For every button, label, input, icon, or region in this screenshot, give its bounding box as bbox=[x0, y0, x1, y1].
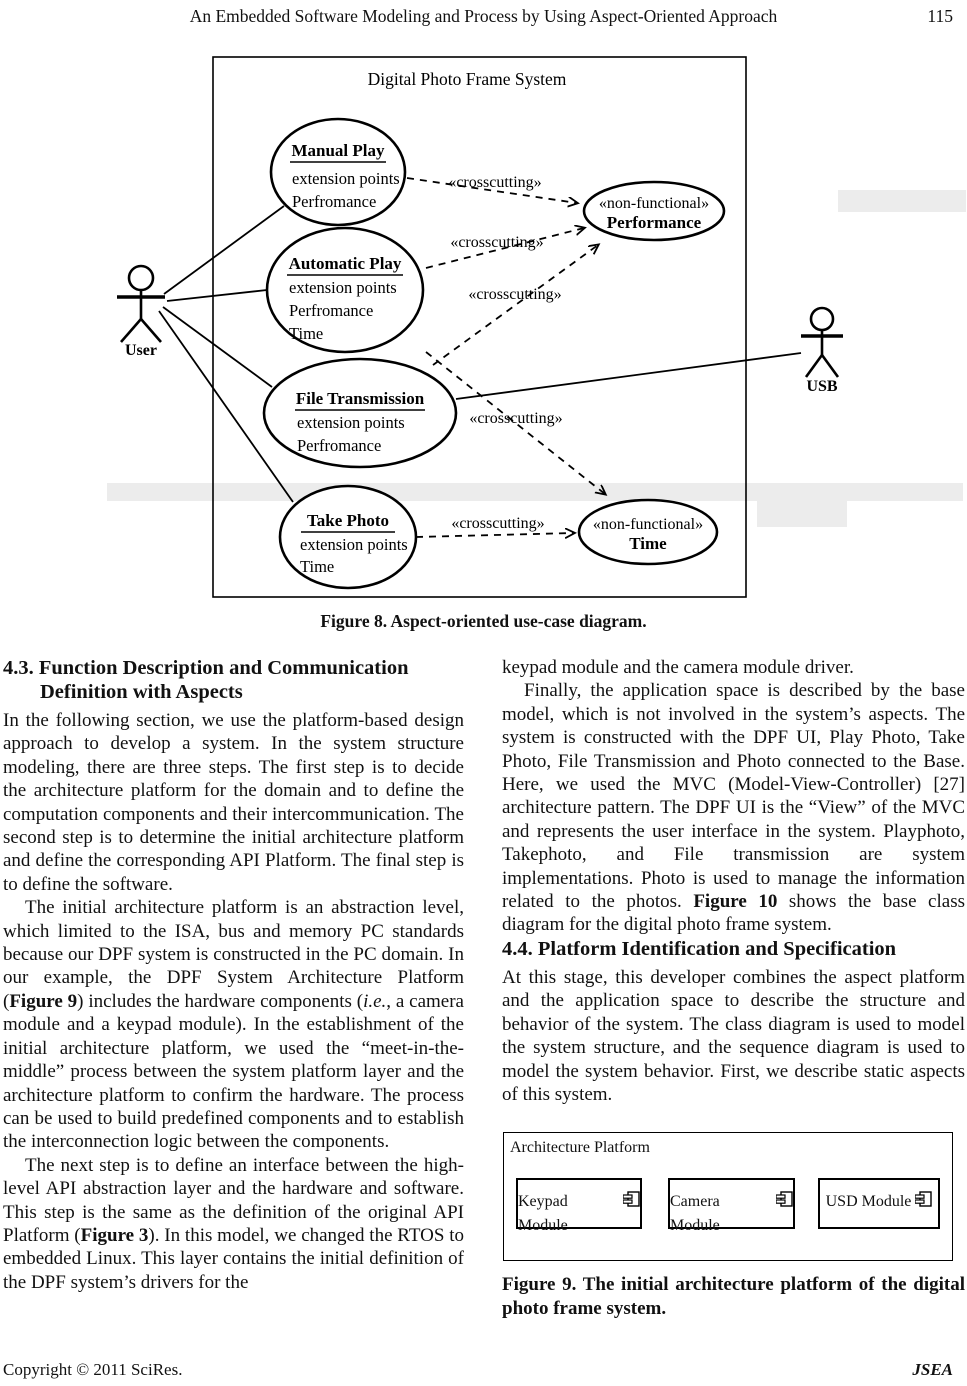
use-case-take-photo: Take Photo extension points Time bbox=[278, 484, 418, 590]
system-boundary bbox=[212, 56, 747, 598]
figure9-frame: Architecture Platform Keypad Module Came… bbox=[503, 1132, 953, 1262]
section-heading-4-4: 4.4. Platform Identification and Specifi… bbox=[502, 937, 897, 960]
performance-stereotype: «non-functional» bbox=[599, 195, 709, 212]
crosscutting-label-1: «crosscutting» bbox=[448, 174, 541, 191]
take-photo-title: Take Photo bbox=[307, 511, 389, 530]
crosscutting-label-4: «crosscutting» bbox=[469, 410, 562, 427]
usb-actor-label: USB bbox=[806, 378, 837, 395]
crosscutting-arrow-manual-performance bbox=[406, 177, 577, 203]
component-usd-module: USD Module bbox=[818, 1178, 940, 1230]
aspect-time: «non-functional» Time bbox=[577, 498, 719, 566]
automatic-play-title: Automatic Play bbox=[289, 254, 402, 273]
use-case-manual-play: Manual Play extension points Perfromance bbox=[269, 117, 407, 227]
file-transmission-perf: Perfromance bbox=[297, 436, 381, 455]
usb-actor-head bbox=[809, 306, 835, 332]
page-number: 115 bbox=[927, 6, 953, 26]
association-user-automatic-play bbox=[166, 289, 268, 302]
time-ellipse bbox=[577, 498, 719, 566]
use-case-file-transmission: File Transmission extension points Perfr… bbox=[262, 357, 458, 469]
left-column: 4.3. Function Description and Communicat… bbox=[3, 656, 464, 1294]
footer-copyright: Copyright © 2011 SciRes. bbox=[3, 1360, 183, 1379]
automatic-play-perf: Perfromance bbox=[289, 301, 373, 320]
actor-user: User bbox=[117, 264, 165, 359]
figure9-frame-label: Architecture Platform bbox=[510, 1139, 650, 1157]
take-photo-ellipse bbox=[278, 484, 418, 590]
association-lines bbox=[158, 205, 802, 503]
left-paragraph-1: In the following section, we use the pla… bbox=[3, 710, 464, 895]
crosscutting-label-3: «crosscutting» bbox=[468, 286, 561, 303]
use-case-automatic-play: Automatic Play extension points Perfroma… bbox=[265, 226, 425, 354]
scan-band bbox=[838, 190, 966, 212]
association-user-take-photo bbox=[158, 310, 294, 503]
association-file-transmission-usb bbox=[455, 352, 802, 400]
camera-module-label: Camera Module bbox=[670, 1193, 720, 1234]
use-case-diagram: Digital Photo Frame System «crosscutting… bbox=[107, 56, 966, 598]
right-paragraph-2: At this stage, this developer combines t… bbox=[502, 966, 965, 1105]
section-heading-4-3: 4.3. Function Description and Communicat… bbox=[3, 656, 464, 704]
usd-module-label: USD Module bbox=[825, 1193, 912, 1211]
manual-play-ext: extension points bbox=[292, 169, 400, 188]
crosscutting-arrows bbox=[406, 177, 605, 537]
system-title: Digital Photo Frame System bbox=[368, 69, 567, 89]
left-paragraph-2: The initial architecture platform is an … bbox=[3, 897, 464, 1153]
scan-band bbox=[107, 483, 963, 501]
component-icon bbox=[623, 1191, 640, 1208]
user-actor-label: User bbox=[125, 342, 157, 359]
manual-play-ellipse bbox=[269, 117, 407, 227]
crosscutting-labels: «crosscutting» «crosscutting» «crosscutt… bbox=[448, 174, 562, 532]
figure8-caption: Figure 8. Aspect-oriented use-case diagr… bbox=[320, 611, 647, 631]
file-transmission-title: File Transmission bbox=[296, 389, 425, 408]
association-user-manual-play bbox=[163, 205, 285, 295]
manual-play-title: Manual Play bbox=[291, 141, 385, 160]
right-column: keypad module and the camera module driv… bbox=[502, 656, 965, 1320]
manual-play-perf: Perfromance bbox=[292, 192, 376, 211]
right-paragraph-1: Finally, the application space is descri… bbox=[502, 680, 965, 936]
aspect-performance: «non-functional» Performance bbox=[582, 180, 726, 242]
association-user-file-transmission bbox=[162, 306, 273, 388]
component-icon bbox=[776, 1191, 793, 1208]
automatic-play-ellipse bbox=[265, 226, 425, 354]
automatic-play-time: Time bbox=[289, 324, 323, 343]
user-actor-head bbox=[127, 264, 155, 292]
footer-journal: JSEA bbox=[912, 1360, 953, 1379]
keypad-module-label: Keypad Module bbox=[518, 1193, 568, 1234]
performance-ellipse bbox=[582, 180, 726, 242]
scan-band bbox=[757, 501, 847, 527]
file-transmission-ellipse bbox=[262, 357, 458, 469]
heading-4-3-line2: Definition with Aspects bbox=[40, 681, 243, 703]
paper-title: An Embedded Software Modeling and Proces… bbox=[189, 6, 778, 26]
crosscutting-arrow-takephoto-time bbox=[415, 533, 574, 537]
heading-4-3-line1: 4.3. Function Description and Communicat… bbox=[3, 657, 409, 679]
take-photo-time: Time bbox=[300, 557, 334, 576]
automatic-play-ext: extension points bbox=[289, 278, 397, 297]
actor-usb: USB bbox=[801, 306, 843, 395]
crosscutting-label-5: «crosscutting» bbox=[451, 515, 544, 532]
crosscutting-arrow-automatic-performance bbox=[425, 228, 584, 269]
figure9-caption: Figure 9. The initial architecture platf… bbox=[502, 1274, 965, 1319]
left-paragraph-3: The next step is to define an interface … bbox=[3, 1154, 464, 1293]
time-stereotype: «non-functional» bbox=[593, 516, 703, 533]
crosscutting-arrow-filetrans-performance bbox=[432, 245, 598, 366]
component-camera-module: Camera Module bbox=[668, 1178, 795, 1234]
file-transmission-ext: extension points bbox=[297, 413, 405, 432]
performance-name: Performance bbox=[607, 213, 702, 232]
component-icon bbox=[915, 1191, 933, 1208]
component-keypad-module: Keypad Module bbox=[516, 1178, 642, 1234]
crosscutting-label-2: «crosscutting» bbox=[450, 234, 543, 251]
take-photo-ext: extension points bbox=[300, 535, 408, 554]
right-continuation-line: keypad module and the camera module driv… bbox=[502, 657, 854, 678]
time-name: Time bbox=[629, 534, 667, 553]
